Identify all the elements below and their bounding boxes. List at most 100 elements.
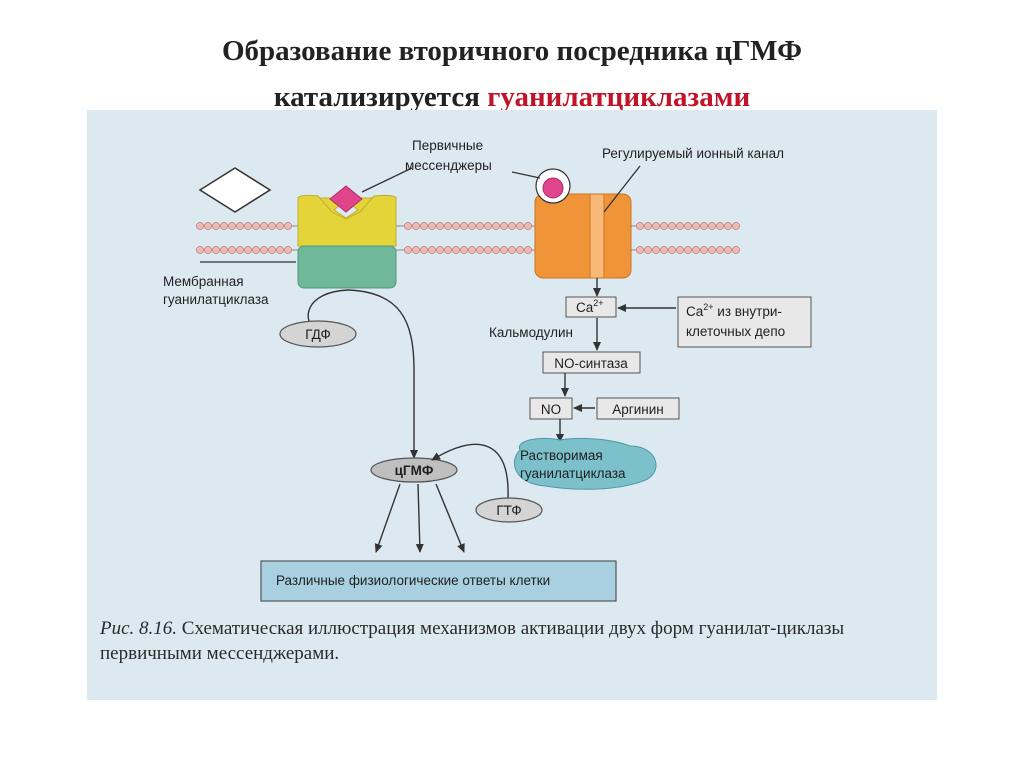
lipid-head [244,222,252,230]
lipid-head [508,246,516,254]
ca-sup: 2+ [593,298,603,308]
lipid-head [484,222,492,230]
title-line-2-prefix: катализируется [273,81,488,113]
figure-caption: Рис. 8.16. Схематическая иллюстрация мех… [100,616,930,666]
lipid-head [476,246,484,254]
lipid-head [708,222,716,230]
lipid-head [212,246,220,254]
label-soluble-gc-2: гуанилатциклаза [520,466,626,481]
arginine-box [596,397,680,420]
ca-depot-rest: из внутри- [714,304,782,319]
lipid-head [444,222,452,230]
lipid-heads-outer [196,222,740,230]
lipid-head [484,246,492,254]
lipid-heads-inner [196,246,740,254]
label-soluble-gc-1: Растворимая [520,448,603,463]
lipid-head [716,222,724,230]
lipid-head [524,246,532,254]
label-arginine: Аргинин [612,402,663,417]
lipid-head [260,222,268,230]
label-membrane-gc-2: гуанилатциклаза [163,292,269,307]
lipid-head [492,222,500,230]
lipid-head [436,222,444,230]
lipid-head [476,222,484,230]
lipid-head [508,222,516,230]
lipid-head [684,246,692,254]
label-membrane-gc-1: Мембранная [163,274,244,289]
lipid-head [220,246,228,254]
label-ion-channel: Регулируемый ионный канал [602,146,784,161]
lipid-head [676,246,684,254]
membrane-guanylate-cyclase [297,194,397,289]
label-calmodulin: Кальмодулин [489,325,573,340]
lipid-head [220,222,228,230]
lipid-head [668,222,676,230]
lipid-head [460,222,468,230]
ca-depot-line-1: Ca2+ из внутри- [686,302,782,319]
label-cgmp: цГМФ [395,463,434,478]
lipid-head [708,246,716,254]
lipid-head [636,246,644,254]
lipid-head [524,222,532,230]
lipid-head [420,246,428,254]
lipid-head [684,222,692,230]
response-arrow-right [435,483,465,553]
ca-box [565,296,617,318]
label-gdp: ГДФ [305,327,331,342]
lipid-head [276,246,284,254]
lipid-head [500,222,508,230]
no-box [529,397,573,420]
lipid-head [228,246,236,254]
lipid-head [204,222,212,230]
label-primary-messengers-2: мессенджеры [405,158,492,173]
ion-channel-pore [589,193,605,279]
ion-channel-body [534,193,632,279]
title-accent: гуанилатциклазами [487,81,751,113]
ca-depot-ca: Ca [686,304,704,319]
lipid-head [404,222,412,230]
channel-pointer-line [603,165,641,213]
lipid-head [460,246,468,254]
lipid-head [236,222,244,230]
lipid-head [676,222,684,230]
receptor-catalytic-domain [297,245,397,289]
messenger-pointer-line-2 [511,171,541,179]
lipid-head [420,222,428,230]
label-primary-messengers-1: Первичные [412,138,483,153]
lipid-head [196,222,204,230]
lipid-head [652,246,660,254]
ca-text: Ca [576,300,594,315]
lipid-head [644,222,652,230]
slide-title: Образование вторичного посредника цГМФ к… [0,28,1024,120]
lipid-head [436,246,444,254]
primary-messenger-diamond-icon [329,185,363,213]
ion-channel [534,193,632,279]
caption-fig-number: Рис. 8.16. [100,618,178,639]
lipid-head [204,246,212,254]
soluble-gc-blob [513,437,657,490]
lipid-head [252,246,260,254]
lipid-head [276,222,284,230]
ca-depot-box [677,296,812,348]
lipid-head [428,246,436,254]
lipid-head [692,246,700,254]
lipid-head [636,222,644,230]
label-no-synthase: NO-синтаза [554,356,628,371]
responses-box [260,560,617,602]
label-responses: Различные физиологические ответы клетки [276,573,550,588]
lipid-head [260,246,268,254]
gtp-oval [475,497,543,523]
lipid-head [468,246,476,254]
lipid-head [444,246,452,254]
response-arrow-left [374,483,401,553]
lipid-head [492,246,500,254]
lipid-head [660,246,668,254]
lipid-head [452,246,460,254]
cgmp-oval [370,457,458,483]
lipid-head [724,222,732,230]
ca-label: Ca2+ [576,298,604,315]
lipid-head [244,246,252,254]
lipid-head [700,222,708,230]
receptor-binding-site [297,194,397,247]
lipid-head [268,222,276,230]
